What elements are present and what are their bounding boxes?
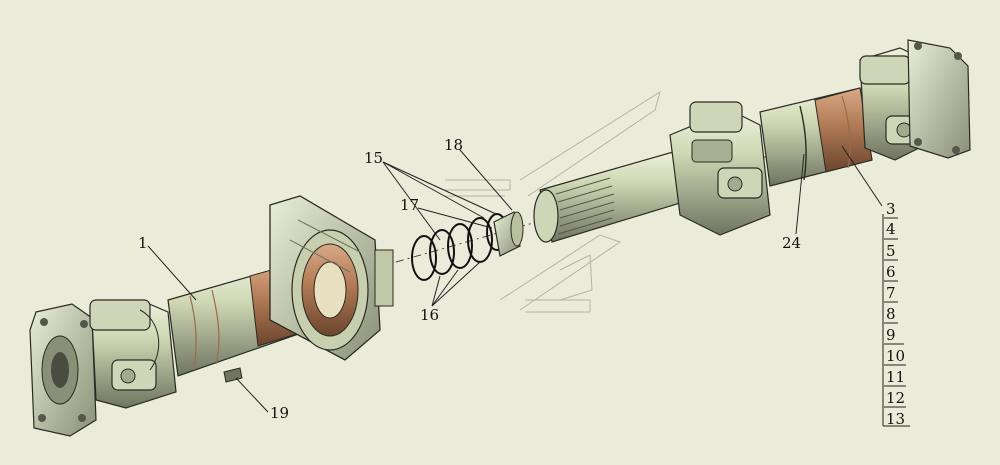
leader-lines: [147, 145, 910, 427]
callout-13: 13: [886, 410, 905, 428]
right-flange-yoke: [859, 39, 971, 161]
callout-underlines: [884, 217, 906, 408]
callout-9: 9: [886, 326, 896, 344]
callout-19: 19: [270, 404, 289, 422]
cap-nut: [493, 211, 524, 257]
intermediate-bearing-support: [269, 195, 394, 361]
callout-6: 6: [886, 263, 896, 281]
callout-11: 11: [886, 368, 905, 386]
callout-15: 15: [364, 149, 383, 167]
callout-24: 24: [782, 234, 801, 252]
splined-stub-shaft: [533, 149, 691, 243]
ghost-outlines: [445, 90, 661, 313]
identification-plate: [223, 367, 243, 383]
callout-16: 16: [420, 306, 439, 324]
callout-10: 10: [886, 347, 905, 365]
callout-3: 3: [886, 200, 896, 218]
callout-5: 5: [886, 242, 896, 260]
left-flange-yoke: [29, 299, 177, 437]
callout-1: 1: [138, 234, 148, 252]
callout-8: 8: [886, 305, 896, 323]
callout-labels: 1 3 4 5 6 7 8 9 10 11 12 13 15 16 17 18 …: [138, 136, 905, 428]
callout-12: 12: [886, 389, 905, 407]
callout-18: 18: [444, 136, 463, 154]
callout-17: 17: [400, 196, 419, 214]
callout-7: 7: [886, 284, 896, 302]
seal-rings: [411, 213, 508, 281]
right-shaft-tube: [759, 87, 873, 187]
middle-universal-joint: [669, 101, 771, 236]
callout-4: 4: [886, 220, 896, 238]
